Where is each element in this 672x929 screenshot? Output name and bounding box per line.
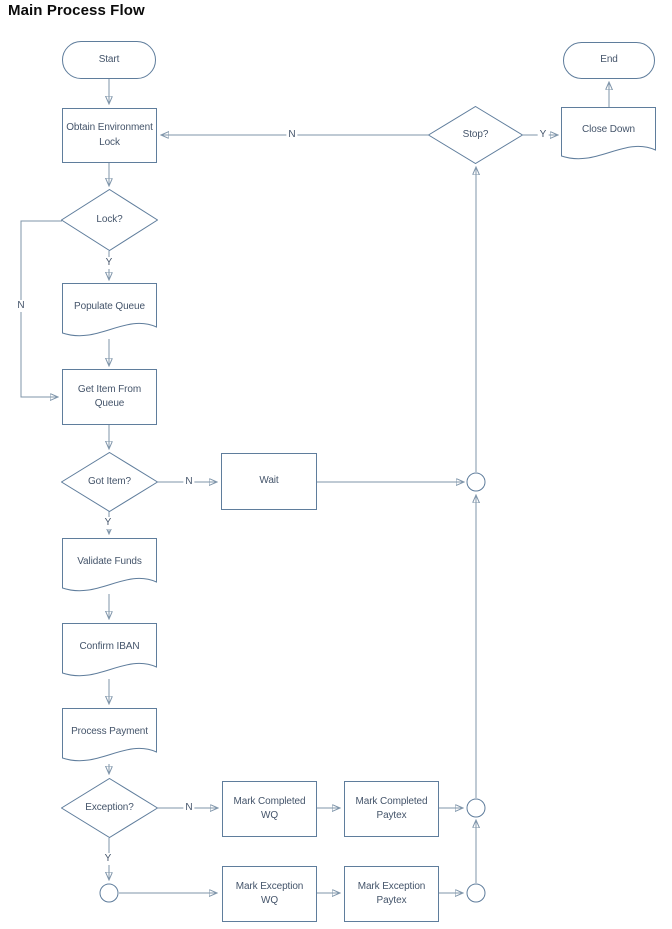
node-mark-completed-paytex-label: Mark Completed Paytex: [355, 795, 428, 822]
node-mark-completed-paytex: Mark Completed Paytex: [344, 781, 439, 837]
node-mark-exception-wq-label: Mark Exception WQ: [235, 880, 304, 907]
connector-circle-wait: [466, 472, 486, 492]
node-populate-queue-label: Populate Queue: [74, 300, 145, 312]
node-process-payment-label: Process Payment: [71, 725, 148, 737]
edge-label-lock-no: N: [15, 300, 27, 312]
decision-diamond-shape: [61, 189, 158, 251]
connector-circle-exception-yes: [99, 883, 119, 903]
node-close-down-label: Close Down: [582, 124, 635, 136]
node-wait: Wait: [221, 453, 317, 510]
node-stop-decision: Stop?: [428, 106, 523, 164]
node-end: End: [563, 42, 655, 79]
edge-label-lock-yes: Y: [103, 257, 115, 269]
document-shape: [62, 708, 157, 762]
node-validate-funds: Validate Funds: [62, 538, 157, 595]
edge-label-exception-yes: Y: [102, 853, 114, 865]
node-end-label: End: [600, 54, 618, 66]
node-lock-decision-label: Lock?: [96, 213, 123, 225]
node-get-item-from-queue: Get Item From Queue: [62, 369, 157, 425]
edge-label-got-item-yes: Y: [102, 517, 114, 529]
node-get-item-from-queue-label: Get Item From Queue: [77, 383, 142, 410]
node-mark-exception-wq: Mark Exception WQ: [222, 866, 317, 922]
node-validate-funds-label: Validate Funds: [77, 555, 142, 567]
document-shape: [62, 283, 157, 337]
node-stop-decision-label: Stop?: [462, 128, 489, 140]
node-mark-exception-paytex: Mark Exception Paytex: [344, 866, 439, 922]
connector-circle-completed: [466, 798, 486, 818]
node-start-label: Start: [98, 53, 120, 65]
decision-diamond-shape: [428, 106, 523, 164]
node-populate-queue: Populate Queue: [62, 283, 157, 340]
node-mark-completed-wq-label: Mark Completed WQ: [233, 795, 306, 822]
connector-circle-exception: [466, 883, 486, 903]
node-confirm-iban: Confirm IBAN: [62, 623, 157, 680]
node-mark-exception-paytex-label: Mark Exception Paytex: [357, 880, 426, 907]
node-obtain-environment-lock-label: Obtain Environment Lock: [66, 122, 153, 148]
node-got-item-decision-label: Got Item?: [87, 475, 131, 487]
node-start: Start: [62, 41, 156, 79]
edge-label-stop-yes: Y: [537, 129, 549, 141]
node-process-payment: Process Payment: [62, 708, 157, 765]
node-mark-completed-wq: Mark Completed WQ: [222, 781, 317, 837]
edge-lock-no-to-getitem: [20, 220, 62, 397]
edge-label-stop-no: N: [286, 129, 298, 141]
node-lock-decision: Lock?: [61, 189, 158, 251]
edge-label-exception-no: N: [183, 802, 195, 814]
decision-diamond-shape: [61, 778, 158, 838]
document-shape: [561, 107, 656, 160]
node-confirm-iban-label: Confirm IBAN: [79, 640, 140, 652]
node-exception-decision: Exception?: [61, 778, 158, 838]
node-got-item-decision: Got Item?: [61, 452, 158, 512]
edge-label-got-item-no: N: [183, 476, 195, 488]
node-wait-label: Wait: [259, 475, 279, 487]
document-shape: [62, 623, 157, 677]
node-obtain-environment-lock: Obtain Environment Lock: [62, 108, 157, 163]
decision-diamond-shape: [61, 452, 158, 512]
document-shape: [62, 538, 157, 592]
page-title: Main Process Flow: [8, 2, 145, 19]
node-exception-decision-label: Exception?: [85, 801, 134, 813]
node-close-down: Close Down: [561, 107, 656, 163]
